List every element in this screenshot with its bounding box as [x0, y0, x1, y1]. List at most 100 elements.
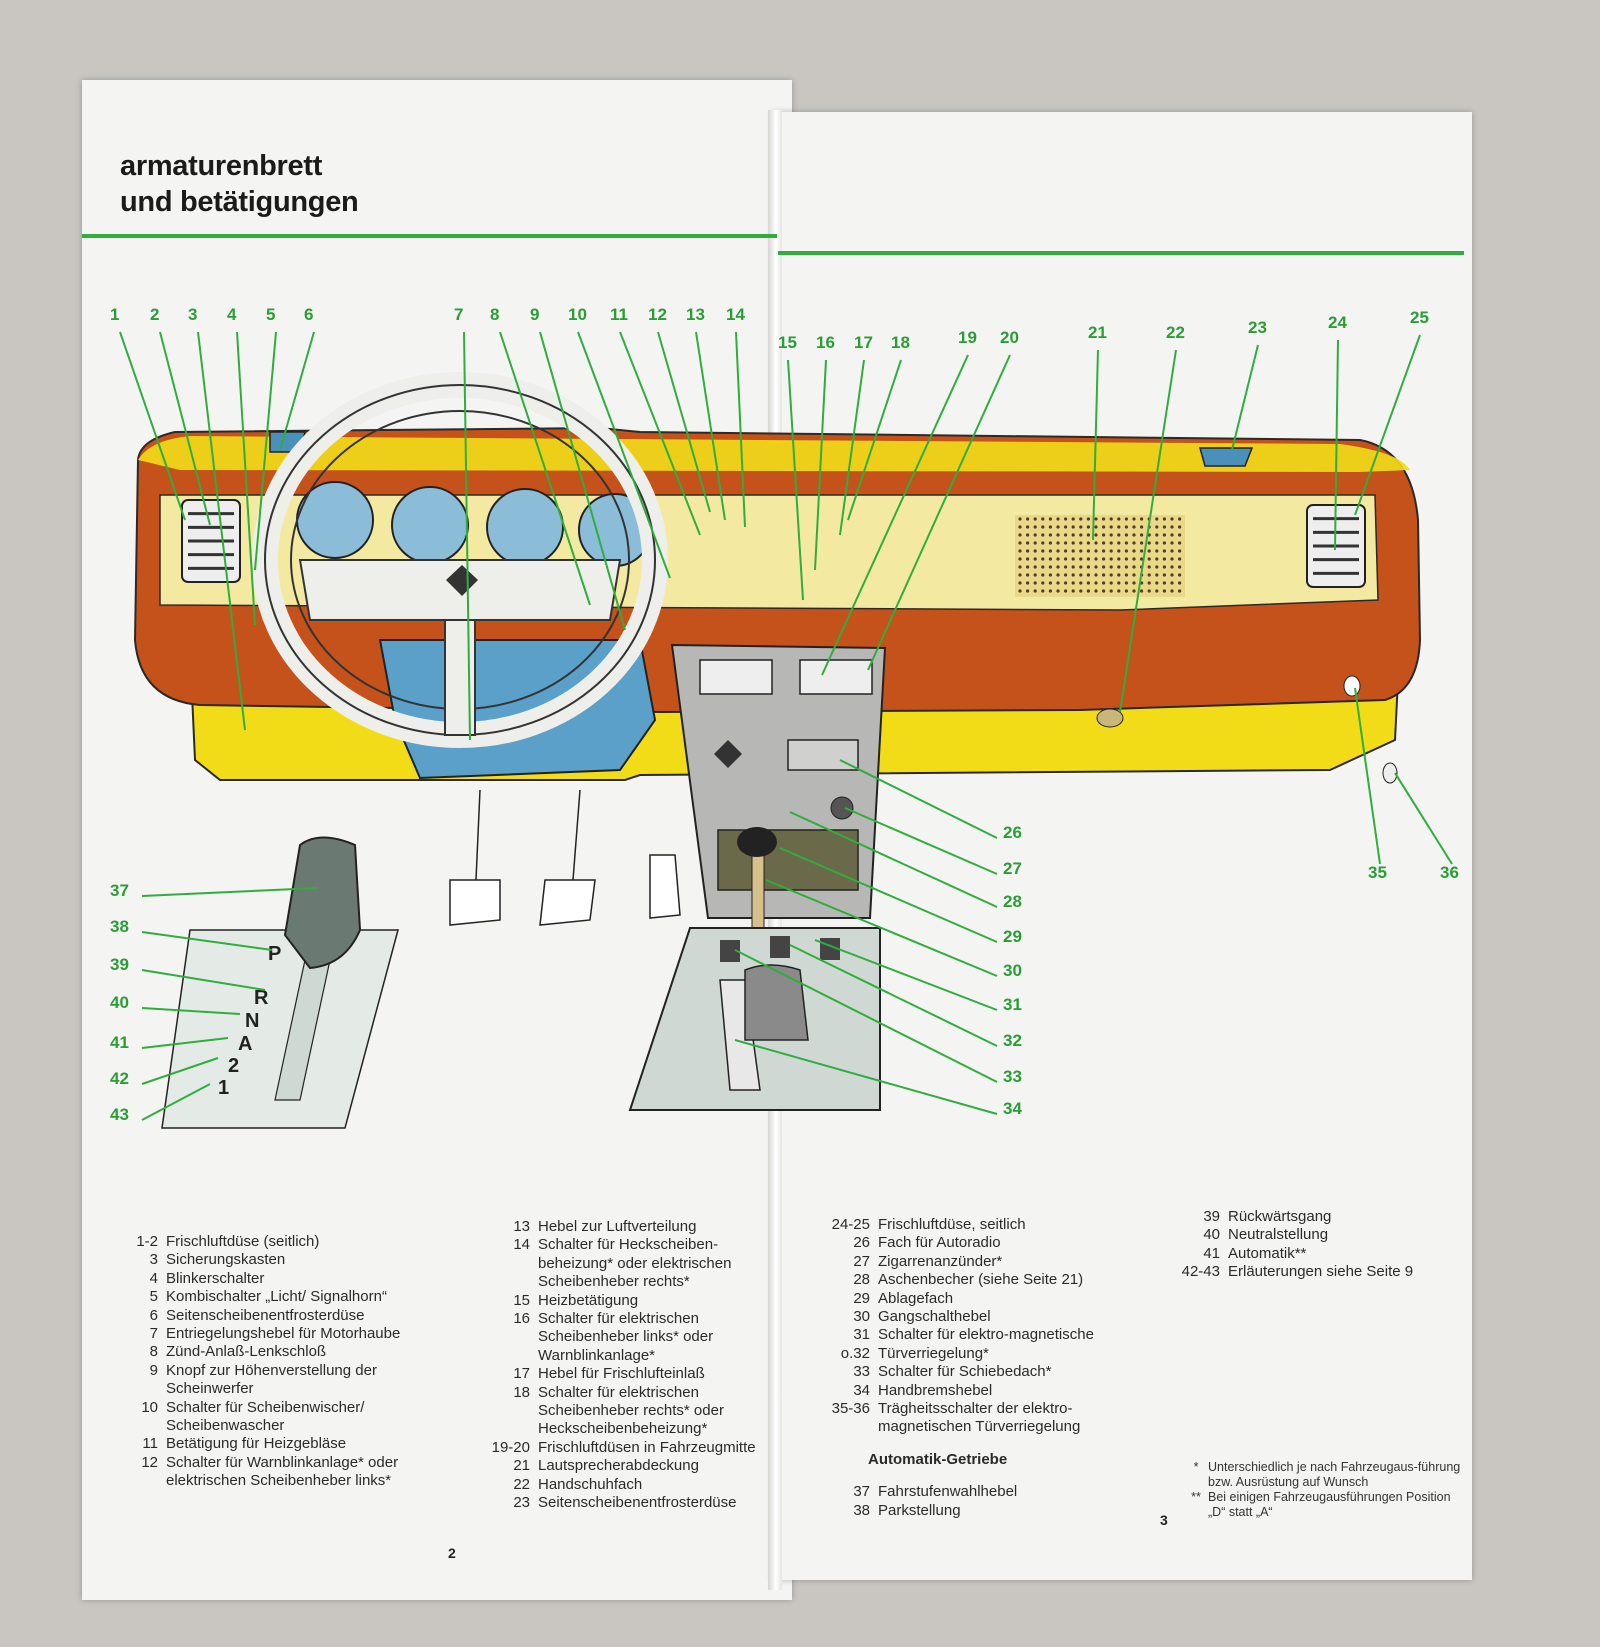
legend-item: 27 Zigarrenanzünder*	[830, 1253, 1160, 1271]
leader-line-27	[844, 807, 998, 875]
legend-text: Frischluftdüsen in Fahrzeugmitte	[538, 1438, 756, 1456]
callout-42: 42	[110, 1069, 129, 1088]
page-number-left: 2	[448, 1545, 456, 1561]
leader-line-43	[141, 1083, 211, 1121]
callout-5: 5	[266, 305, 276, 324]
callout-21: 21	[1088, 323, 1107, 342]
legend-number: 38	[853, 1501, 870, 1519]
callout-34: 34	[1003, 1099, 1022, 1118]
legend-item: 1-2 Frischluftdüse (seitlich)	[118, 1233, 418, 1251]
automatik-heading: Automatik-Getriebe	[868, 1450, 1008, 1468]
legend-number: 13	[513, 1218, 530, 1235]
leader-line-35	[1354, 687, 1381, 865]
gear-letter-N: N	[245, 1010, 259, 1032]
gear-letter-P: P	[268, 943, 281, 965]
legend-text: Schalter für elektrischen Scheibenheber …	[538, 1310, 714, 1364]
callout-43: 43	[110, 1105, 129, 1124]
legend-item: 9 Knopf zur Höhenverstellung der Scheinwe…	[118, 1362, 418, 1399]
legend-number: 4	[149, 1269, 158, 1287]
callout-27: 27	[1003, 859, 1022, 878]
legend-text: Zigarrenanzünder*	[878, 1252, 1003, 1270]
defroster-vent-right	[1199, 447, 1254, 467]
pedal-accelerator	[649, 854, 681, 919]
legend-number: 31 o.32	[840, 1326, 870, 1362]
legend-number: 41	[1203, 1244, 1220, 1262]
legend-number: 24-25	[831, 1216, 870, 1233]
legend-text: Entriegelungshebel für Motorhaube	[166, 1325, 401, 1343]
legend-number: 16	[513, 1310, 530, 1328]
legend-text: Frischluftdüse, seitlich	[878, 1216, 1026, 1233]
legend-text: Gangschalthebel	[878, 1308, 991, 1326]
legend-text: Parkstellung	[878, 1501, 961, 1519]
legend-item: 16 Schalter für elektrischen Scheibenhebe…	[490, 1310, 790, 1365]
footnote: *Unterschiedlich je nach Fahrzeugaus-füh…	[1184, 1460, 1464, 1490]
legend-text: Knopf zur Höhenverstellung der Scheinwer…	[166, 1361, 377, 1398]
legend-text: Ablagefach	[878, 1289, 954, 1307]
legend-number: 9	[149, 1361, 158, 1379]
leader-line-38	[141, 931, 273, 951]
cigar-lighter	[830, 796, 854, 820]
leader-line-9	[539, 331, 626, 631]
legend-text: Fach für Autoradio	[878, 1234, 1001, 1252]
callout-39: 39	[110, 955, 129, 974]
left-page	[82, 80, 792, 1600]
legend-text: Rückwärtsgang	[1228, 1208, 1332, 1225]
legend-text: Lautsprecherabdeckung	[538, 1457, 699, 1475]
legend-number: 29	[853, 1289, 870, 1307]
legend-number: 33	[853, 1363, 870, 1381]
renault-logo-console	[714, 740, 742, 768]
legend-number: 40	[1203, 1226, 1220, 1244]
leader-line-32	[789, 944, 998, 1047]
gear-letter-A: A	[238, 1033, 252, 1055]
page-number-right: 3	[1160, 1512, 1168, 1528]
legend-text: Schalter für Scheibenwischer/ Scheibenwa…	[166, 1398, 365, 1435]
legend-item: 38 Parkstellung	[830, 1502, 1160, 1520]
leader-line-8	[499, 331, 591, 606]
legend-text: Betätigung für Heizgebläse	[166, 1435, 347, 1453]
callout-leader-lines	[119, 331, 1453, 1121]
green-rule-left	[82, 234, 777, 238]
leader-line-12	[657, 331, 711, 513]
callout-11: 11	[610, 305, 628, 324]
callout-12: 12	[648, 305, 667, 324]
legend-number: 8	[149, 1343, 158, 1361]
callout-8: 8	[490, 305, 500, 324]
callout-37: 37	[110, 881, 129, 900]
leader-line-23	[1231, 344, 1259, 451]
legend-number: 1-2	[136, 1233, 158, 1250]
leader-line-4	[236, 331, 256, 626]
leader-line-21	[1092, 349, 1099, 541]
callout-33: 33	[1003, 1067, 1022, 1086]
leader-line-1	[119, 331, 186, 521]
leader-line-36	[1394, 772, 1453, 865]
legend-number: 22	[513, 1475, 530, 1493]
leader-line-42	[141, 1057, 219, 1085]
console-switch-1	[720, 940, 740, 962]
legend-text: Frischluftdüse (seitlich)	[166, 1233, 320, 1250]
console-vent-left	[699, 659, 773, 695]
pedal-left	[449, 879, 501, 926]
legend-number: 27	[853, 1252, 870, 1270]
legend-number: 34	[853, 1381, 870, 1399]
callout-18: 18	[891, 333, 910, 352]
legend-text: Hebel zur Luftverteilung	[538, 1218, 697, 1235]
legend-number: 12	[141, 1453, 158, 1471]
callout-20: 20	[1000, 328, 1019, 347]
legend-text: Hebel für Frischlufteinlaß	[538, 1365, 705, 1383]
leader-line-29	[779, 847, 998, 943]
footnote-text: Bei einigen Fahrzeugausführungen Positio…	[1208, 1490, 1451, 1519]
